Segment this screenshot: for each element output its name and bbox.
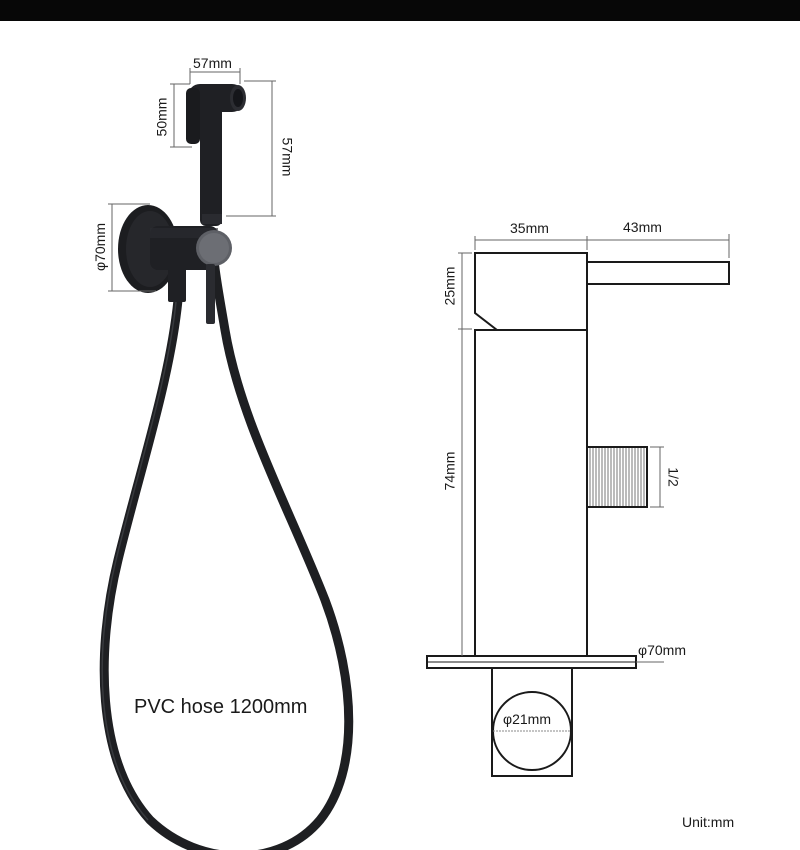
top-height-label: 25mm [441, 266, 458, 306]
sprayer-icon [186, 84, 246, 226]
base-plate [426, 655, 637, 777]
top-black-bar [0, 0, 800, 21]
valve-body-icon [150, 226, 232, 324]
hose-icon [99, 255, 354, 850]
technical-drawing [474, 252, 730, 657]
wall-plate-diameter-label: φ70mm [91, 223, 108, 271]
base-diameter-label: φ70mm [638, 642, 686, 658]
thread-hatching [589, 448, 645, 506]
thread-size-label: 1/2 [665, 467, 682, 487]
unit-label: Unit:mm [682, 814, 735, 830]
body-width-label: 35mm [510, 220, 549, 236]
handle-length-label: 43mm [623, 219, 662, 235]
sprayer-head-height-label: 50mm [153, 97, 170, 137]
drawing-dimension-lines [458, 234, 730, 663]
sprayer-total-height-label: 57mm [279, 137, 296, 177]
sprayer-width-label: 57mm [193, 55, 232, 71]
hose-length-label: PVC hose 1200mm [134, 696, 308, 718]
body-height-label: 74mm [441, 451, 458, 491]
photo-dimension-lines [108, 68, 276, 292]
outlet-diameter-label: φ21mm [503, 711, 551, 727]
hose-highlight [101, 301, 177, 821]
